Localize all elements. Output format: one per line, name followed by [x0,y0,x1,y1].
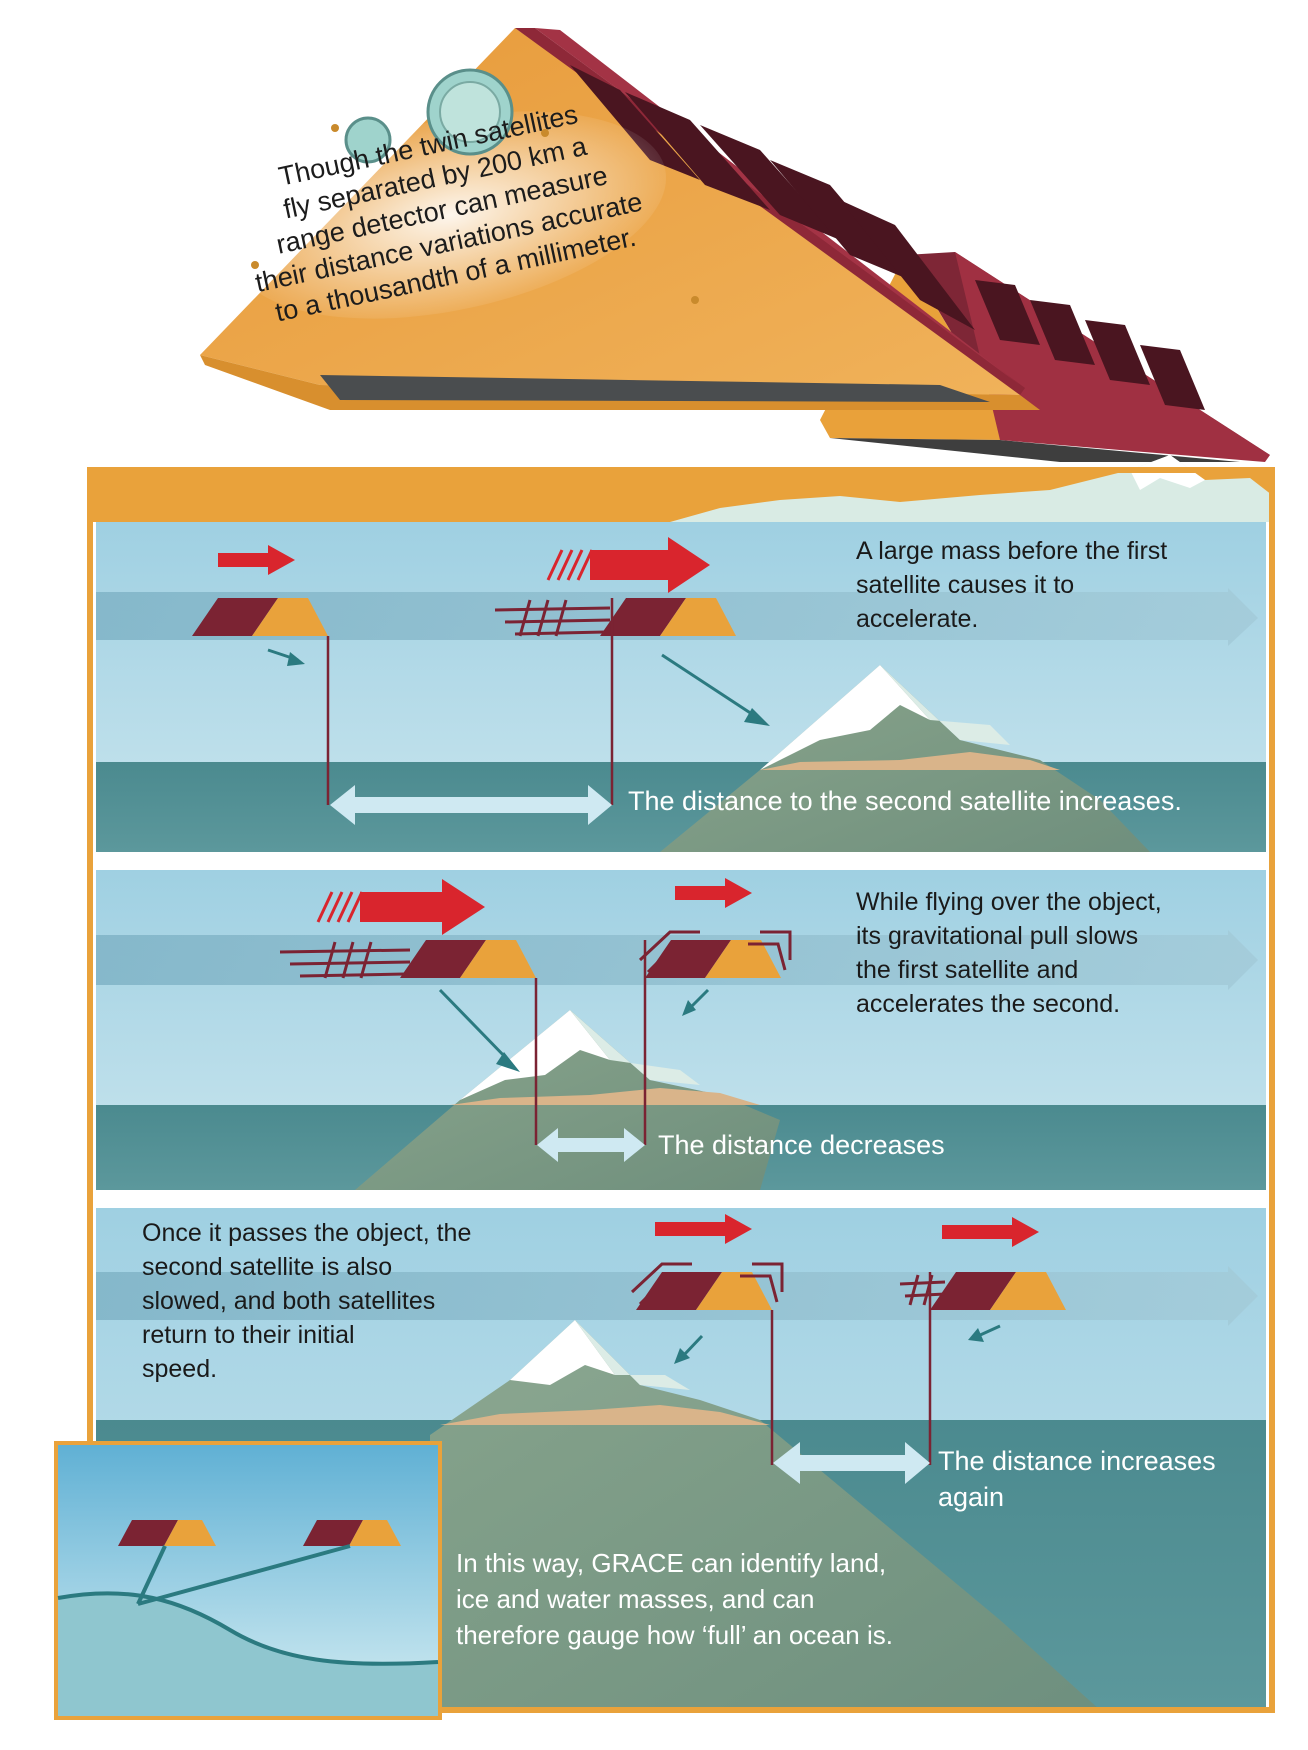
panel-1-motion-lines [494,599,611,637]
panel-3-distance-label: The distance increases again [938,1446,1216,1512]
panel-1-pull-arrows [267,648,770,726]
panel-3-mountain [430,1320,1100,1710]
panel-2-pull-arrows [438,988,710,1072]
twin-satellites-3d [200,28,1270,462]
panel-1-distance-arrow [330,785,612,825]
panel-2-speed-arrow-sat2 [675,878,752,908]
panel-3-speed-arrow-sat1 [655,1214,752,1244]
panel-1-mountain [660,665,1150,852]
panel-3-pull-arrows [674,1324,1001,1364]
panel-1-speed-arrow-sat2-fast [546,537,710,593]
panel-3-description: Once it passes the object, the second sa… [142,1219,472,1383]
panel-2-distance-label: The distance decreases [658,1130,945,1160]
summary-text: In this way, GRACE can identify land, ic… [456,1548,893,1650]
panel-2-distance-arrow [537,1128,645,1162]
panel-3-distance-arrow [773,1442,930,1484]
panel-1-description: A large mass before the first satellite … [856,537,1168,633]
panel-1-distance-label: The distance to the second satellite inc… [628,786,1182,816]
panel-3-speed-arrow-sat2 [942,1217,1039,1247]
inset-panel [54,1441,442,1720]
panel-2-motion-lines [279,930,792,979]
panel-1-satellites [192,598,736,805]
panel-3-satellites [630,1262,1066,1465]
panel-1-speed-arrow-sat1 [218,545,295,575]
panel-2-satellites [279,930,792,1145]
panel-2-description: While flying over the object, its gravit… [856,888,1162,1018]
panel-2-speed-arrow-sat1-fast [316,879,485,935]
panel-3-motion-lines [630,1262,946,1306]
